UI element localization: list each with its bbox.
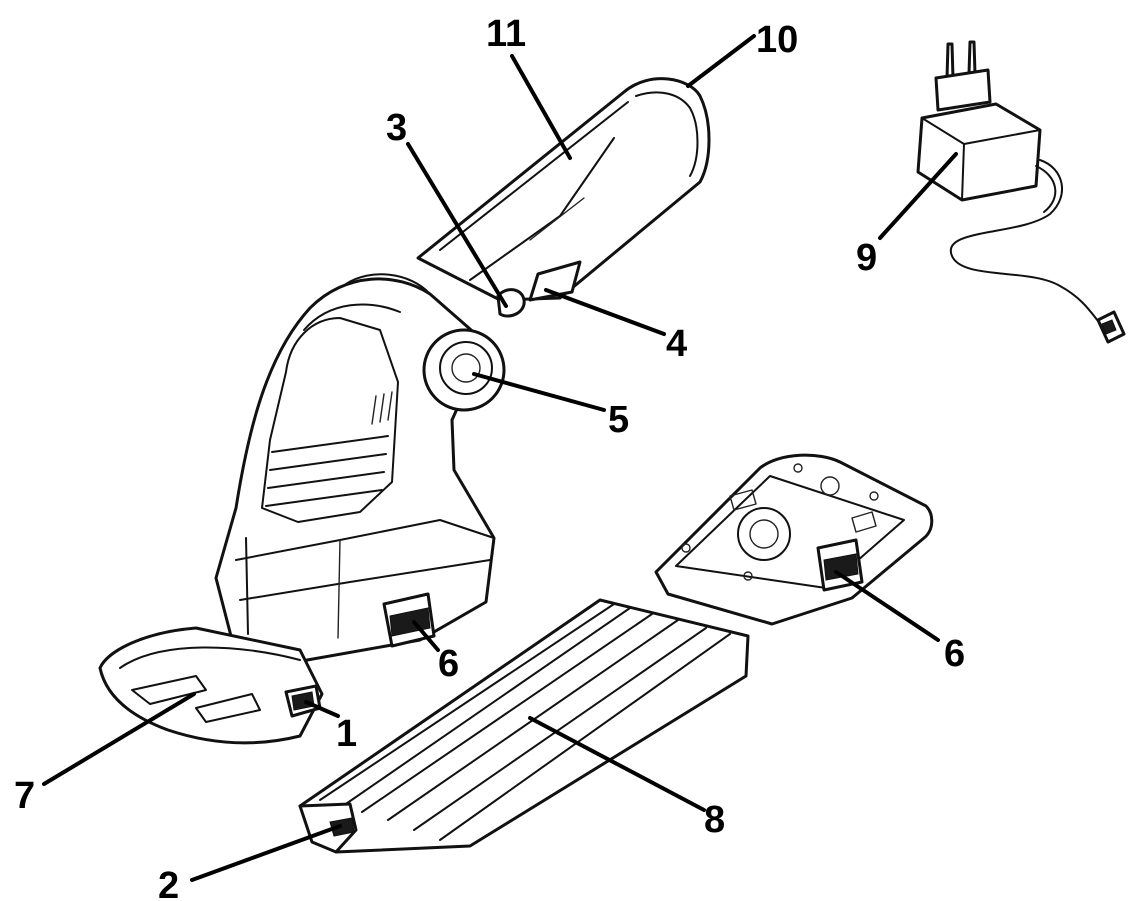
leader-3 <box>406 142 508 308</box>
leader-5 <box>472 372 606 412</box>
leader-4 <box>544 288 666 336</box>
leader-7 <box>42 692 196 786</box>
callout-2: 2 <box>158 865 179 901</box>
callout-11: 11 <box>486 13 526 55</box>
leader-9 <box>878 152 958 240</box>
callout-3: 3 <box>386 107 407 149</box>
leader-2 <box>190 824 342 882</box>
leader-6a <box>412 620 440 652</box>
callout-labels: 11 10 3 4 5 9 6 6 1 7 8 2 <box>14 13 965 901</box>
callout-1: 1 <box>336 713 357 755</box>
leader-11 <box>510 54 572 160</box>
callout-8: 8 <box>704 799 725 841</box>
charger-illustration <box>916 40 1126 344</box>
callout-6a: 6 <box>438 643 459 685</box>
leader-1 <box>304 700 340 718</box>
callout-6b: 6 <box>944 633 965 675</box>
shrub-blade-illustration <box>298 453 934 854</box>
callout-7: 7 <box>14 775 35 817</box>
callout-9: 9 <box>856 237 877 279</box>
shears-body-illustration <box>214 77 711 664</box>
callout-10: 10 <box>756 19 798 61</box>
leader-lines <box>42 34 958 882</box>
callout-5: 5 <box>608 399 629 441</box>
leader-6b <box>834 570 940 642</box>
leader-10 <box>686 34 756 88</box>
callout-4: 4 <box>666 323 687 365</box>
leader-8 <box>528 716 706 812</box>
